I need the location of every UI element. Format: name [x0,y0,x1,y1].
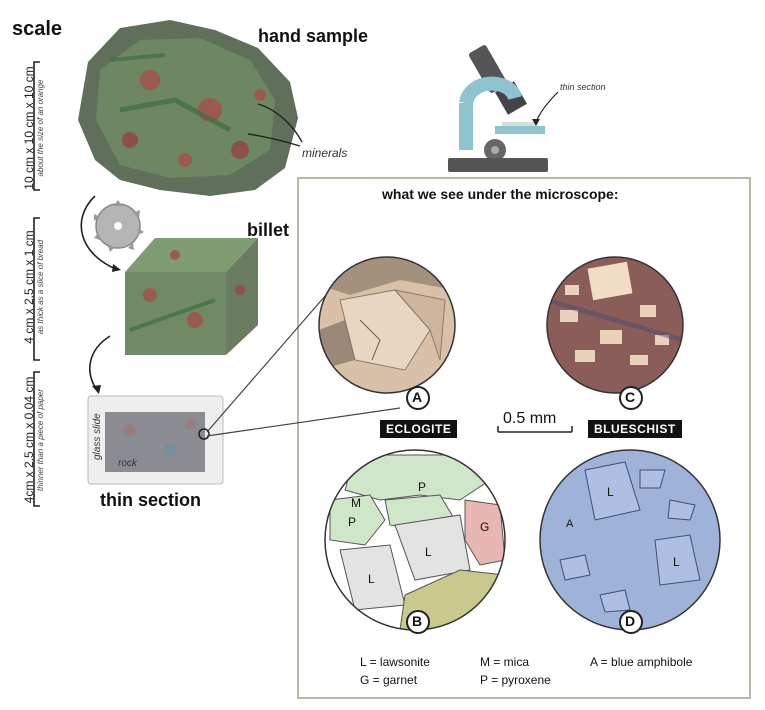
mineral-letter-p: P [418,480,427,494]
thin-section-arrow-head [532,119,540,126]
badge-c [619,386,643,410]
dimension-main: 4 cm x 2.5 cm x 1 cm [22,230,36,344]
legend-item: G = garnet [360,673,418,687]
scale-label: scale [12,18,63,40]
saw-blade-icon [94,200,144,252]
legend-item: A = blue amphibole [590,655,693,669]
mineral-letter-l: L [425,545,432,559]
circle-letter-b: B [412,613,423,629]
mineral-letter-p: P [348,515,357,529]
thin-section-slide [87,395,224,485]
billet-label: billet [247,220,290,240]
dimension-brackets [33,61,40,507]
hand-sample-label: hand sample [258,26,369,46]
arrow-to-billet [80,195,119,271]
badge-d [619,610,643,634]
dimension-main: 4cm x 2.5 cm x 0.04 cm [22,376,36,504]
legend-item: P = pyroxene [480,673,551,687]
micrograph-c [546,256,684,394]
rock-label: rock [118,458,137,469]
dimension-thin-section: 4cm x 2.5 cm x 0.04 cm thinner than a pi… [22,372,45,508]
dimension-main: 10 cm x 10 cm x 10 cm [22,66,36,190]
blueschist-tag: BLUESCHIST [588,420,682,438]
dimension-sub: thinner than a piece of paper [36,389,45,491]
circle-letter-c: C [625,389,636,405]
billet-block [125,238,258,355]
dimension-billet: 4 cm x 2.5 cm x 1 cm as thick as a slice… [22,218,45,356]
thin-section-small-label: thin section [560,82,606,92]
circle-letter-a: A [412,389,423,405]
microscope-title: what we see under the microscope: [382,186,619,202]
micrograph-a [318,256,456,394]
minerals-label: minerals [302,146,348,160]
legend-item: M = mica [480,655,530,669]
arrow-head-billet [112,264,121,272]
zoom-lines [206,279,401,437]
arrow-to-thin-section [89,335,111,393]
microscope-panel [297,177,751,699]
mineral-letter-m: M [351,496,361,510]
badge-a [406,386,430,410]
diagram-b [324,449,506,631]
mineral-letter-a: A [566,518,574,530]
mineral-letter-l: L [673,555,680,569]
dimension-sub: as thick as a slice of bread [36,239,45,335]
eclogite-tag: ECLOGITE [380,420,458,438]
mineral-letter-g: G [480,520,490,534]
glass-slide-label: glass slide [92,413,103,460]
mineral-letter-l: L [368,572,375,586]
circle-letter-d: D [625,613,636,629]
thin-section-label: thin section [100,490,202,510]
thin-section-arrow [535,91,559,123]
legend-item: L = lawsonite [360,655,430,669]
scale-bar-label: 0.5 mm [503,410,557,427]
hand-sample-rock [78,20,298,196]
diagram-d [539,449,721,631]
dimension-sub: about the size of an orange [36,79,45,177]
microscope-icon [448,45,548,172]
minerals-arrows [247,103,303,147]
mineral-letter-l: L [607,485,614,499]
dimension-hand-sample: 10 cm x 10 cm x 10 cm about the size of … [22,64,45,192]
arrow-head-thin-section [92,385,101,394]
badge-b [406,610,430,634]
